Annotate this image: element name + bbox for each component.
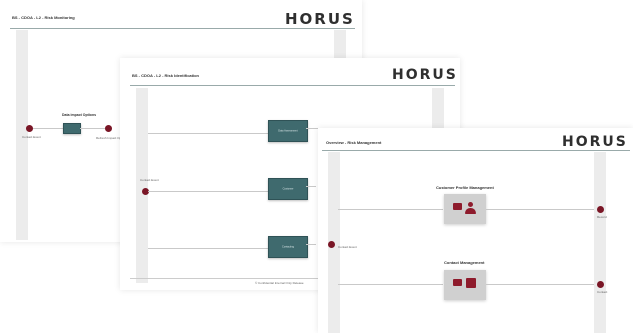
connector — [148, 248, 268, 249]
card-title: Customer Profile Management — [436, 185, 494, 190]
connector — [306, 244, 316, 245]
logo-text: HORUS — [392, 67, 458, 83]
end-event[interactable] — [597, 206, 604, 213]
horus-logo: HORUS — [285, 10, 355, 28]
process-step-data-assessment[interactable]: Data Assessment — [268, 120, 308, 142]
connector — [148, 133, 268, 134]
sheet-title: BS - CDOA - L2 - Risk Identification — [132, 73, 199, 78]
process-step-contacting[interactable]: Contacting — [268, 236, 308, 258]
start-event[interactable] — [328, 241, 335, 248]
lane — [136, 88, 148, 283]
connector — [33, 128, 63, 129]
start-label: Contact Event — [338, 245, 357, 249]
lane — [594, 152, 606, 333]
end-event[interactable] — [597, 281, 604, 288]
title-divider — [10, 28, 355, 29]
logo-text: HORUS — [562, 134, 628, 150]
end-label: Refresh Impact Options — [96, 136, 128, 140]
sheet-title: Overview - Risk Management — [326, 140, 382, 145]
end-label: Record — [597, 215, 607, 219]
step-label: Contacting — [282, 245, 294, 249]
end-event[interactable] — [105, 125, 112, 132]
footer-note: © Confidential Internal Only Release — [255, 281, 304, 285]
person-icon — [468, 202, 473, 207]
lane — [16, 30, 28, 240]
connector — [338, 209, 443, 210]
connector — [306, 186, 316, 187]
card-title: Contact Management — [444, 260, 485, 265]
person-icon-body — [465, 208, 476, 214]
start-event[interactable] — [26, 125, 33, 132]
connector — [338, 284, 443, 285]
title-divider — [130, 85, 455, 86]
connector — [80, 128, 105, 129]
step-label: Customer — [282, 187, 294, 191]
start-label: Contact Event — [22, 135, 41, 139]
contact-book-icon — [466, 278, 476, 288]
start-label: Contact Event — [140, 178, 159, 182]
start-event[interactable] — [142, 188, 149, 195]
step-label: Data impact Options — [62, 113, 97, 117]
id-card-icon — [453, 203, 462, 210]
title-divider — [322, 150, 630, 151]
contact-management-card[interactable] — [444, 270, 486, 300]
footer-divider — [130, 278, 455, 279]
connector — [486, 284, 594, 285]
sheet-title: BS - CDOA - L2 - Risk Monitoring — [12, 15, 75, 20]
logo-text: HORUS — [285, 10, 355, 28]
end-label: Contact — [597, 290, 608, 294]
horus-logo: HORUS — [562, 134, 628, 150]
process-step-customer[interactable]: Customer — [268, 178, 308, 200]
process-step[interactable] — [63, 123, 81, 134]
step-label: Data Assessment — [278, 129, 298, 133]
id-card-icon — [453, 279, 462, 286]
horus-logo: HORUS — [392, 67, 458, 83]
connector — [486, 209, 594, 210]
connector — [148, 191, 268, 192]
customer-profile-card[interactable] — [444, 194, 486, 224]
sheet-overview-risk-management: Overview - Risk Management HORUS Contact… — [318, 128, 633, 333]
